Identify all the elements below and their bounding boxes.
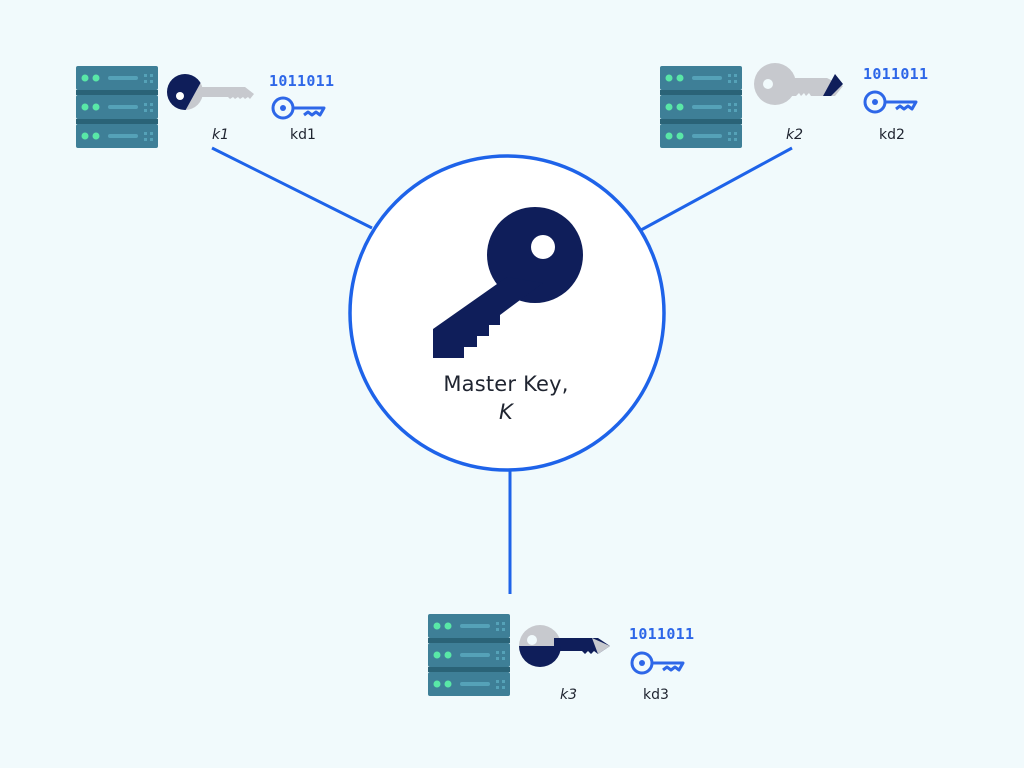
derived-label-2: kd2: [879, 127, 905, 143]
server-icon-1: [76, 66, 158, 148]
share-label-2: k2: [786, 127, 804, 143]
master-key-circle: [348, 154, 666, 472]
derived-label-3: kd3: [643, 687, 669, 703]
binary-text-2: 1011011: [863, 65, 929, 83]
server-icon-2: [660, 66, 742, 148]
binary-text-3: 1011011: [629, 625, 695, 643]
master-key-symbol: K: [499, 400, 513, 424]
key-share-icon-3: [519, 625, 610, 667]
server-icon-3: [428, 614, 510, 696]
key-share-icon-1: [167, 74, 254, 110]
share-label-1: k1: [212, 127, 230, 143]
key-share-icon-2: [754, 63, 843, 105]
master-key-label: Master Key, K: [406, 370, 606, 426]
share-label-3: k3: [560, 687, 578, 703]
derived-key-icon-2: [863, 90, 918, 114]
connector-line-1: [211, 146, 373, 230]
key-icon: [433, 207, 583, 358]
connector-line-2: [640, 146, 793, 232]
binary-text-1: 1011011: [269, 72, 335, 90]
derived-label-1: kd1: [290, 127, 316, 143]
derived-key-icon-3: [630, 651, 685, 675]
derived-key-icon-1: [271, 96, 326, 120]
master-key-title: Master Key,: [443, 372, 569, 396]
